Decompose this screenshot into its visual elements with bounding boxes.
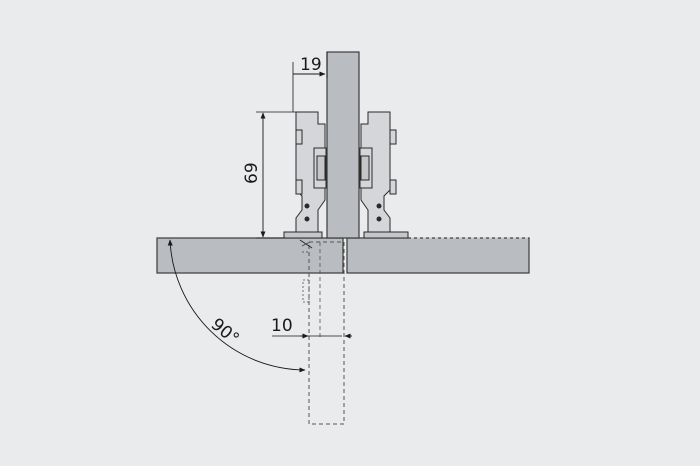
dimension-height-label: 69 (242, 162, 262, 184)
dimension-width: 19 (292, 52, 328, 112)
right-hinge (359, 111, 409, 239)
dimension-angle-label: 90° (207, 315, 243, 350)
left-hinge (283, 111, 327, 249)
dimension-width-label: 19 (300, 55, 322, 75)
right-base-panel (346, 237, 530, 274)
center-divider-panel (326, 51, 360, 239)
hinge-cup-dashed (302, 279, 310, 303)
door-open-position-dashed (308, 241, 345, 425)
dimension-offset: 10 (271, 316, 352, 339)
dimension-height: 69 (242, 111, 296, 239)
pivot-mark (301, 241, 311, 247)
dimension-offset-label: 10 (271, 316, 293, 336)
left-base-panel (156, 237, 344, 274)
